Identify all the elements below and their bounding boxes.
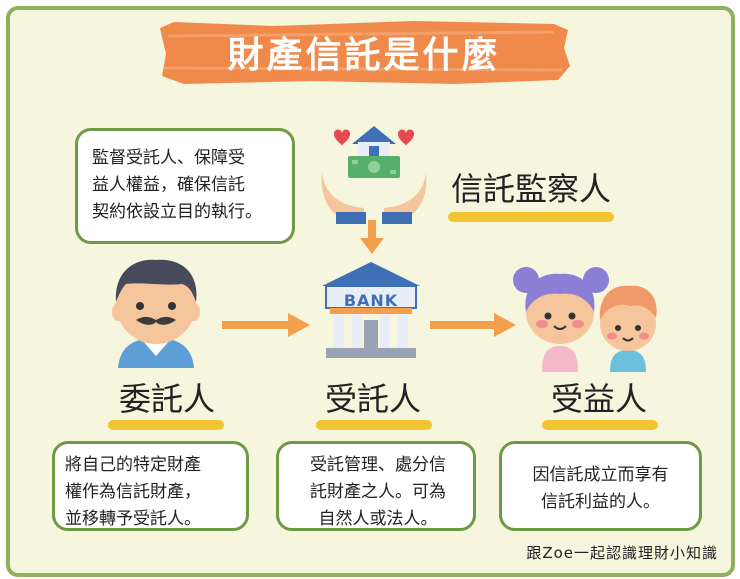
supervisor-description-line: 契約依設立目的執行。 — [92, 202, 262, 222]
heart-icon — [398, 129, 414, 146]
arrow-right — [430, 313, 516, 337]
trustee-label: 受託人 — [324, 380, 421, 418]
supervisor-description-line: 益人權益，確保信託 — [92, 175, 245, 195]
bank-sign: BANK — [343, 291, 399, 310]
bank-building-icon — [322, 262, 420, 358]
beneficiary-description-box: 因信託成立而享有 信託利益的人。 — [499, 441, 702, 531]
supervisor-description-box: 監督受託人、保障受 益人權益，確保信託 契約依設立目的執行。 — [75, 128, 295, 244]
trustee-description-line: 託財產之人。可為 — [310, 482, 446, 502]
settlor-description-line: 權作為信託財產， — [65, 482, 201, 502]
page-title: 財產信託是什麼 — [227, 35, 501, 76]
beneficiary-label: 受益人 — [550, 380, 647, 418]
trustee-underline — [316, 420, 432, 430]
trustee-description-line: 受託管理、處分信 — [310, 455, 446, 475]
beneficiary-children-icon — [513, 267, 657, 372]
beneficiary-description-line: 信託利益的人。 — [541, 492, 660, 512]
trustee-description-line: 自然人或法人。 — [318, 509, 438, 529]
heart-icon — [334, 129, 350, 146]
title-banner — [160, 21, 570, 84]
arrow-down — [360, 220, 384, 254]
settlor-man-icon — [112, 259, 200, 368]
settlor-description-line: 並移轉予受託人。 — [65, 509, 201, 529]
beneficiary-underline — [542, 420, 658, 430]
settlor-underline — [108, 420, 224, 430]
footer-credit: 跟Zoe一起認識理財小知識 — [526, 544, 718, 562]
beneficiary-description-line: 因信託成立而享有 — [532, 465, 669, 485]
supervisor-label: 信託監察人 — [450, 170, 611, 208]
hands-house-icon — [321, 126, 427, 224]
settlor-description-line: 將自己的特定財產 — [65, 455, 201, 475]
arrow-right — [222, 313, 310, 337]
supervisor-description-line: 監督受託人、保障受 — [92, 148, 245, 168]
settlor-label: 委託人 — [118, 380, 215, 418]
supervisor-underline — [448, 212, 614, 222]
settlor-description-box: 將自己的特定財產 權作為信託財產， 並移轉予受託人。 — [52, 441, 249, 531]
trustee-description-box: 受託管理、處分信 託財產之人。可為 自然人或法人。 — [276, 441, 476, 531]
